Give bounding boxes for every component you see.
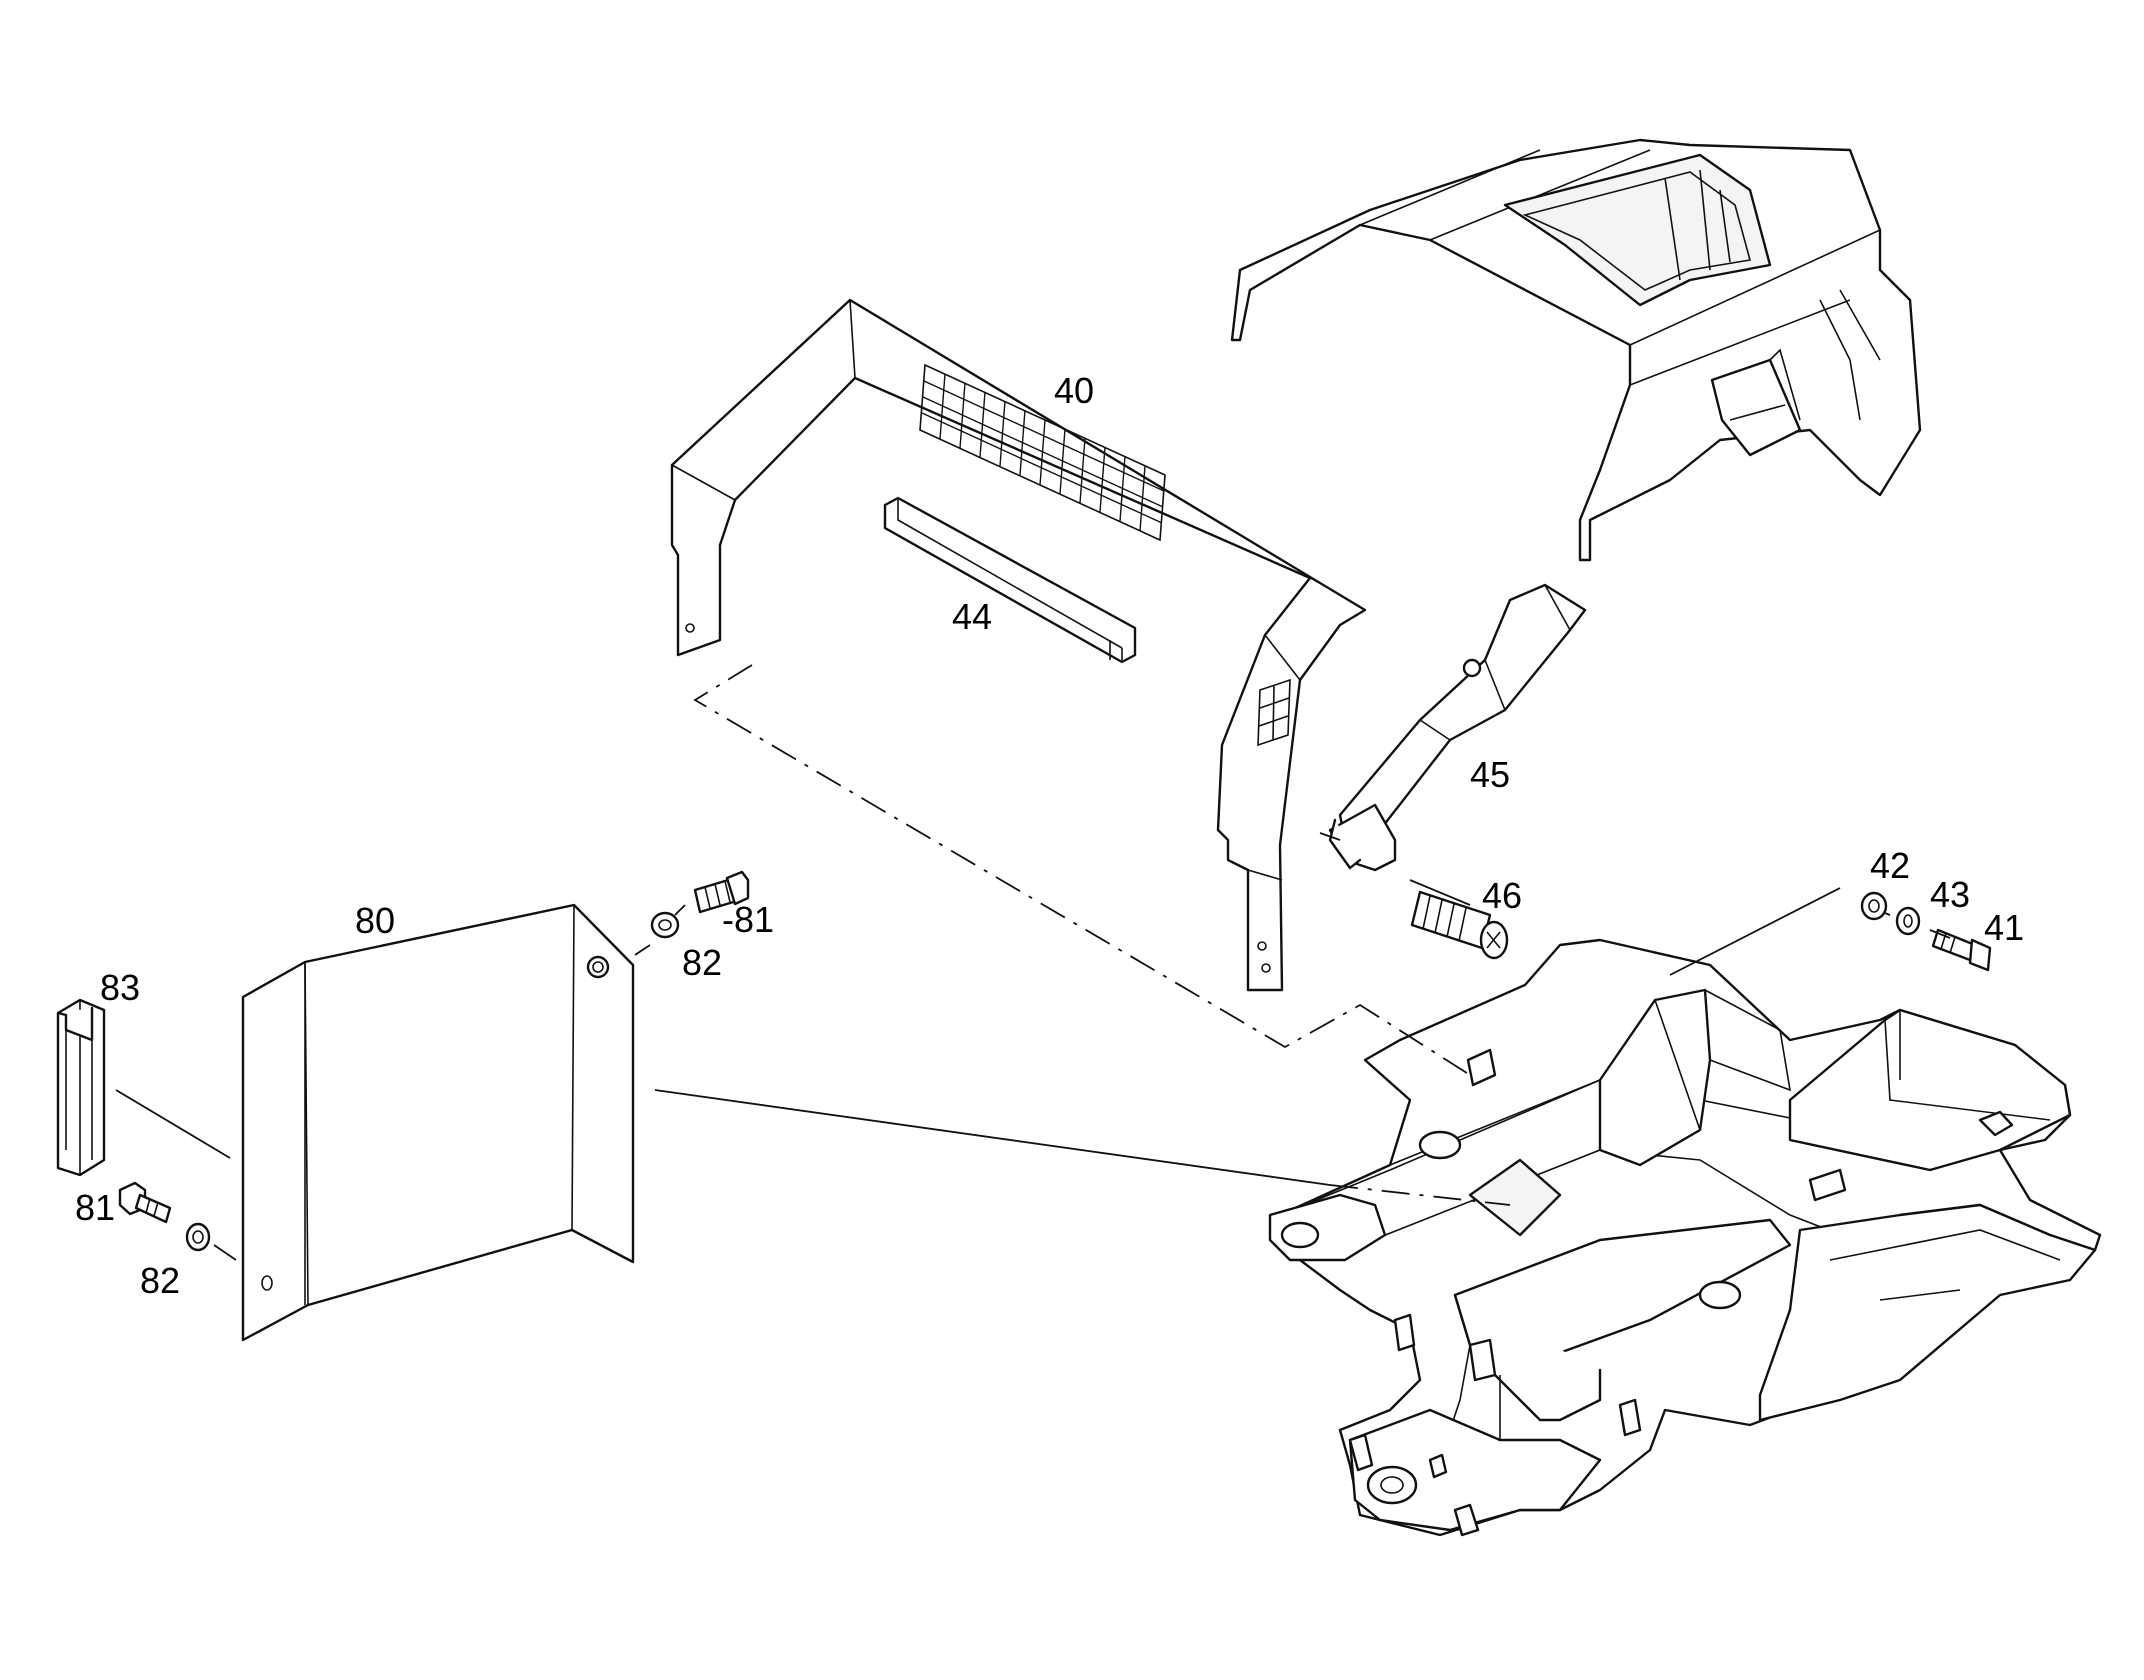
part-81-bolt-lower — [118, 1181, 172, 1224]
callout-44: 44 — [952, 596, 992, 637]
callout-82-lower: 82 — [140, 1260, 180, 1301]
part-82-washer-upper — [650, 911, 680, 939]
part-42-washer — [1860, 891, 1888, 921]
part-45-gas-strut — [1328, 583, 1587, 872]
part-44-seal-strip — [883, 496, 1137, 664]
callout-81-lower: 81 — [75, 1187, 115, 1228]
part-40-rear-cover — [670, 298, 1367, 992]
callout-labels: 40 44 45 46 42 43 41 80 -81 82 83 81 82 — [75, 370, 2024, 1301]
callout-46: 46 — [1482, 875, 1522, 916]
callout-81-upper: -81 — [722, 899, 774, 940]
callout-42: 42 — [1870, 845, 1910, 886]
callout-41: 41 — [1984, 907, 2024, 948]
callout-80: 80 — [355, 900, 395, 941]
part-41-bolt — [1931, 928, 1992, 972]
part-81-bolt-upper — [693, 870, 750, 914]
cab-roof-cover — [1230, 138, 1922, 562]
part-82-washer-lower — [185, 1222, 211, 1252]
callout-45: 45 — [1470, 754, 1510, 795]
main-frame-chassis — [1268, 938, 2102, 1537]
assembly-lines — [115, 664, 1951, 1261]
callout-82-upper: 82 — [682, 942, 722, 983]
part-83-edge-trim — [56, 998, 106, 1177]
part-40-grille — [919, 363, 1166, 542]
callout-40: 40 — [1054, 370, 1094, 411]
callout-83: 83 — [100, 967, 140, 1008]
part-46-pin — [1410, 890, 1509, 960]
part-43-washer — [1895, 906, 1921, 936]
callout-43: 43 — [1930, 874, 1970, 915]
part-80-side-panel — [241, 903, 635, 1342]
